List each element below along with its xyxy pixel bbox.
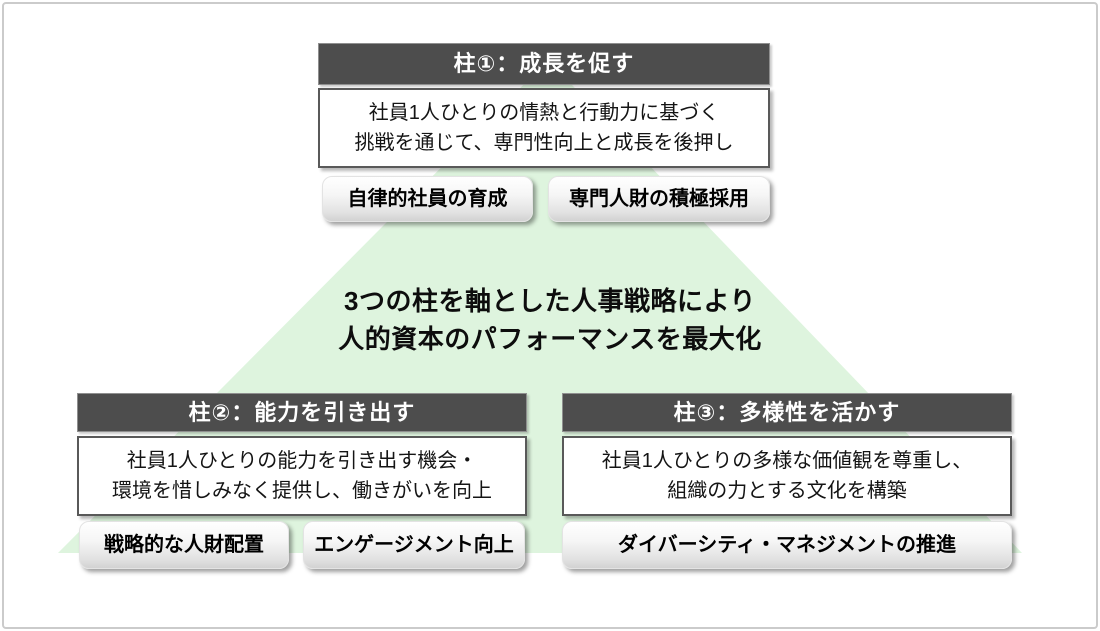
pillar-1-description-line1: 社員1人ひとりの情熱と行動力に基づく [368,102,720,124]
pillar-1-section: 柱①：成長を促す 社員1人ひとりの情熱と行動力に基づく 挑戦を通じて、専門性向上… [318,43,770,222]
pillar-2-badge-row: 戦略的な人財配置 エンゲージメント向上 [77,521,527,569]
pillar-3-badge-row: ダイバーシティ・マネジメントの推進 [562,521,1012,569]
pillar-3-header: 柱③：多様性を活かす [562,393,1012,432]
pillar-2-tag-2: エンゲージメント向上 [303,521,525,569]
pillar-1-description-box: 社員1人ひとりの情熱と行動力に基づく 挑戦を通じて、専門性向上と成長を後押し [318,88,770,168]
pillar-2-description-box: 社員1人ひとりの能力を引き出す機会・ 環境を惜しみなく提供し、働きがいを向上 [77,436,527,516]
pillar-3-section: 柱③：多様性を活かす 社員1人ひとりの多様な価値観を尊重し、 組織の力とする文化… [562,393,1012,569]
pillar-1-tag-2: 専門人財の積極採用 [548,176,770,222]
pillar-2-description-line1: 社員1人ひとりの能力を引き出す機会・ [126,450,478,472]
pillar-1-tag-1: 自律的社員の育成 [322,176,533,222]
pillar-1-description-line2: 挑戦を通じて、専門性向上と成長を後押し [354,132,734,154]
pillar-1-header: 柱①：成長を促す [318,43,770,85]
pillar-3-description-box: 社員1人ひとりの多様な価値観を尊重し、 組織の力とする文化を構築 [562,436,1012,516]
pillar-2-tag-1: 戦略的な人財配置 [79,521,289,569]
pillar-3-tag-1: ダイバーシティ・マネジメントの推進 [562,521,1012,569]
pillar-2-header: 柱②：能力を引き出す [77,393,527,432]
pillar-2-description-line2: 環境を惜しみなく提供し、働きがいを向上 [112,480,492,502]
center-message-line1: 3つの柱を軸とした人事戦略により [344,286,756,316]
center-message: 3つの柱を軸とした人事戦略により 人的資本のパフォーマンスを最大化 [250,282,850,358]
pillar-1-badge-row: 自律的社員の育成 専門人財の積極採用 [318,176,770,222]
center-message-line2: 人的資本のパフォーマンスを最大化 [338,324,762,354]
pillar-3-description-line1: 社員1人ひとりの多様な価値観を尊重し、 [601,450,973,472]
pillar-2-section: 柱②：能力を引き出す 社員1人ひとりの能力を引き出す機会・ 環境を惜しみなく提供… [77,393,527,569]
pillar-3-description-line2: 組織の力とする文化を構築 [667,480,907,502]
